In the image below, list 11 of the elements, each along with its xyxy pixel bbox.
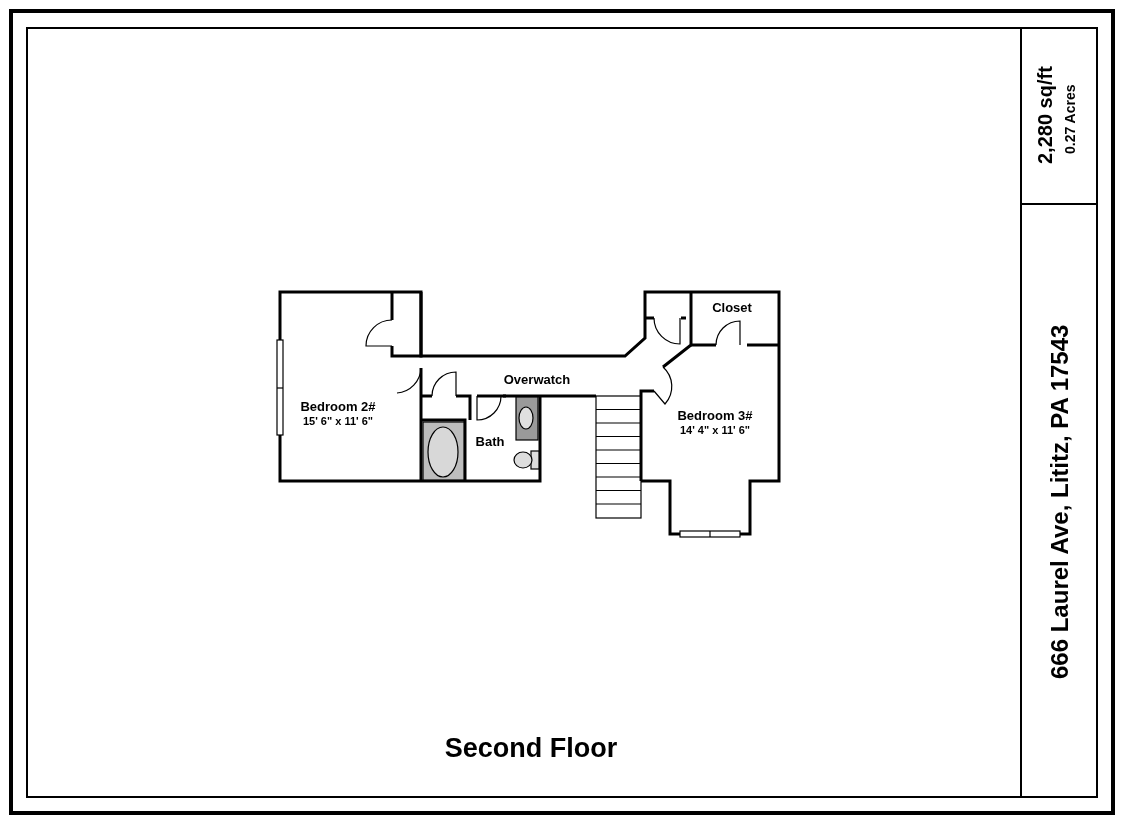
room-dimensions: 14' 4" x 11' 6" bbox=[678, 423, 752, 437]
room-name: Closet bbox=[712, 300, 752, 316]
area-label: 2,280 sq/ft bbox=[1034, 65, 1057, 167]
room-name: Bedroom 3# bbox=[677, 407, 753, 424]
acreage-label: 0.27 Acres bbox=[1062, 83, 1078, 156]
floor-title: Second Floor bbox=[444, 733, 618, 764]
room-dimensions: 15' 6" x 11' 6" bbox=[301, 414, 375, 428]
room-name: Overwatch bbox=[503, 372, 571, 388]
room-name: Bath bbox=[475, 434, 505, 450]
room-name: Bedroom 2# bbox=[300, 398, 376, 415]
address-label: 666 Laurel Ave, Lititz, PA 17543 bbox=[1046, 323, 1074, 682]
